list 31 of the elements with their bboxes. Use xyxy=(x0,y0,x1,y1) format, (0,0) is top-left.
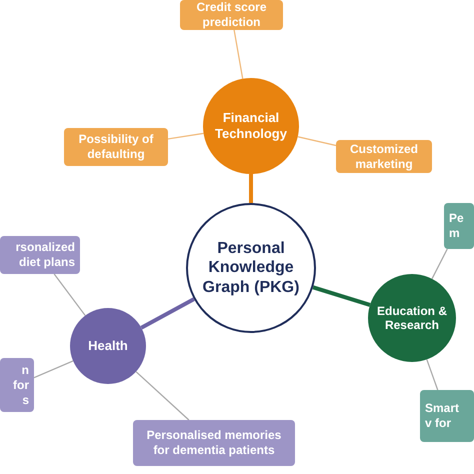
connector-line xyxy=(249,174,253,203)
node-label: n for s xyxy=(12,362,29,408)
connector-line xyxy=(298,136,336,146)
node-label: Health xyxy=(88,338,128,354)
application-box xyxy=(64,128,168,166)
application-box xyxy=(0,236,80,274)
connector-line xyxy=(34,360,74,378)
node-label: Personalised memories for dementia patients xyxy=(146,428,282,458)
connector-line xyxy=(140,297,195,330)
node-label: Education & Research xyxy=(376,304,448,332)
connector-line xyxy=(54,274,86,316)
application-box xyxy=(444,203,474,249)
connector-line xyxy=(234,30,244,79)
node-label: Credit score prediction xyxy=(195,0,268,30)
node-label: Financial Technology xyxy=(214,110,288,142)
connector-line xyxy=(136,371,190,420)
node-label: Smart v for xyxy=(425,401,460,431)
connector-line xyxy=(312,285,371,307)
application-box xyxy=(180,0,283,30)
connector-line xyxy=(168,132,204,140)
node-label: Pe m xyxy=(449,211,465,241)
application-box xyxy=(420,390,474,442)
application-box xyxy=(336,140,432,173)
connector-line xyxy=(426,359,438,390)
connector-line xyxy=(431,248,448,280)
node-label: rsonalized diet plans xyxy=(14,240,75,270)
node-label: Personal Knowledge Graph (PKG) xyxy=(202,239,300,297)
application-box xyxy=(0,358,34,412)
node-label: Possibility of defaulting xyxy=(78,132,154,162)
node-label: Customized marketing xyxy=(348,142,419,172)
application-box xyxy=(133,420,295,466)
